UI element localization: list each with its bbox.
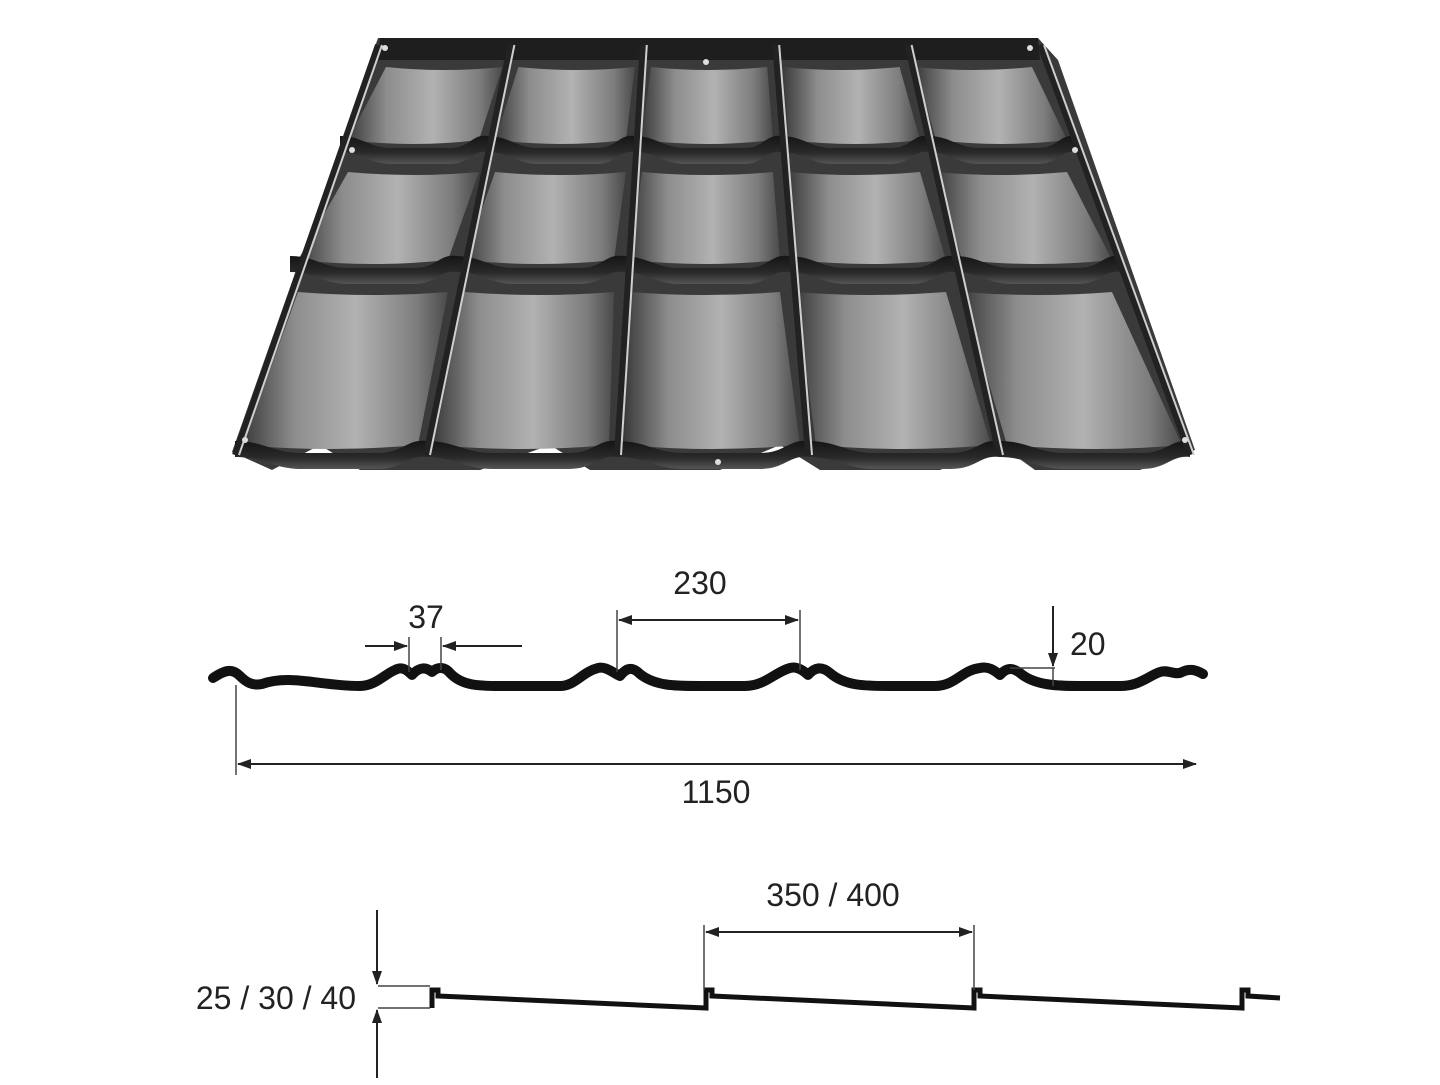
step-profile: 350 / 400 25 / 30 / 40 bbox=[196, 877, 1281, 1078]
tile-panel bbox=[789, 172, 946, 264]
tile-panel bbox=[625, 292, 800, 449]
tile-rib-highlight bbox=[910, 44, 1004, 456]
tile-step-band bbox=[235, 440, 1190, 469]
tile-rib-highlight bbox=[1043, 44, 1195, 456]
step-height-label: 25 / 30 / 40 bbox=[196, 980, 356, 1016]
fixing-hole bbox=[1027, 45, 1033, 51]
tile-panel bbox=[783, 67, 920, 144]
step-profile-line bbox=[429, 987, 1281, 1011]
tile-step-band bbox=[340, 135, 1075, 164]
tile-panel bbox=[796, 292, 991, 449]
fixing-hole bbox=[703, 59, 709, 65]
fixing-hole bbox=[1072, 147, 1078, 153]
tile-rib-highlight bbox=[238, 44, 383, 456]
profile-line bbox=[208, 662, 1208, 691]
fixing-hole bbox=[349, 147, 355, 153]
tile-panel bbox=[243, 292, 448, 449]
tile-rib bbox=[232, 44, 381, 456]
tile-panel bbox=[936, 172, 1112, 264]
tile-rib bbox=[772, 44, 811, 456]
tile-panel bbox=[630, 172, 780, 264]
tile-panel bbox=[298, 172, 479, 264]
fixing-hole bbox=[242, 437, 248, 443]
cross-section-profile: 1150 230 37 20 bbox=[208, 565, 1208, 810]
tile-rib-highlight bbox=[620, 44, 648, 456]
tile-panel bbox=[642, 67, 773, 144]
profile-height-label: 20 bbox=[1070, 626, 1106, 662]
sheet-steps bbox=[235, 38, 1190, 469]
rib-width-label: 37 bbox=[408, 599, 444, 635]
tile-rib-highlight bbox=[429, 44, 516, 456]
sheet-panels bbox=[243, 67, 1182, 449]
tile-panel bbox=[495, 67, 635, 144]
step-length-label: 350 / 400 bbox=[766, 877, 899, 913]
tile-panel bbox=[962, 292, 1182, 449]
fixing-hole bbox=[382, 45, 388, 51]
tile-rib bbox=[614, 44, 646, 456]
tile-rib bbox=[423, 44, 514, 456]
tile-rib bbox=[1037, 43, 1193, 457]
total-width-label: 1150 bbox=[682, 774, 751, 810]
fixing-hole bbox=[715, 459, 721, 465]
sheet-ribs bbox=[232, 43, 1195, 457]
tile-panel bbox=[434, 292, 614, 449]
tile-rib-highlight bbox=[778, 44, 813, 456]
roof-sheet-illustration bbox=[232, 38, 1195, 470]
fixing-hole bbox=[1182, 437, 1188, 443]
tile-step-band bbox=[290, 255, 1120, 284]
tile-rib bbox=[904, 44, 1002, 456]
tile-panel bbox=[915, 67, 1067, 144]
pitch-label: 230 bbox=[673, 565, 726, 601]
tile-panel bbox=[348, 67, 503, 144]
tile-panel bbox=[464, 172, 626, 264]
tile-top-edge bbox=[378, 38, 1040, 60]
